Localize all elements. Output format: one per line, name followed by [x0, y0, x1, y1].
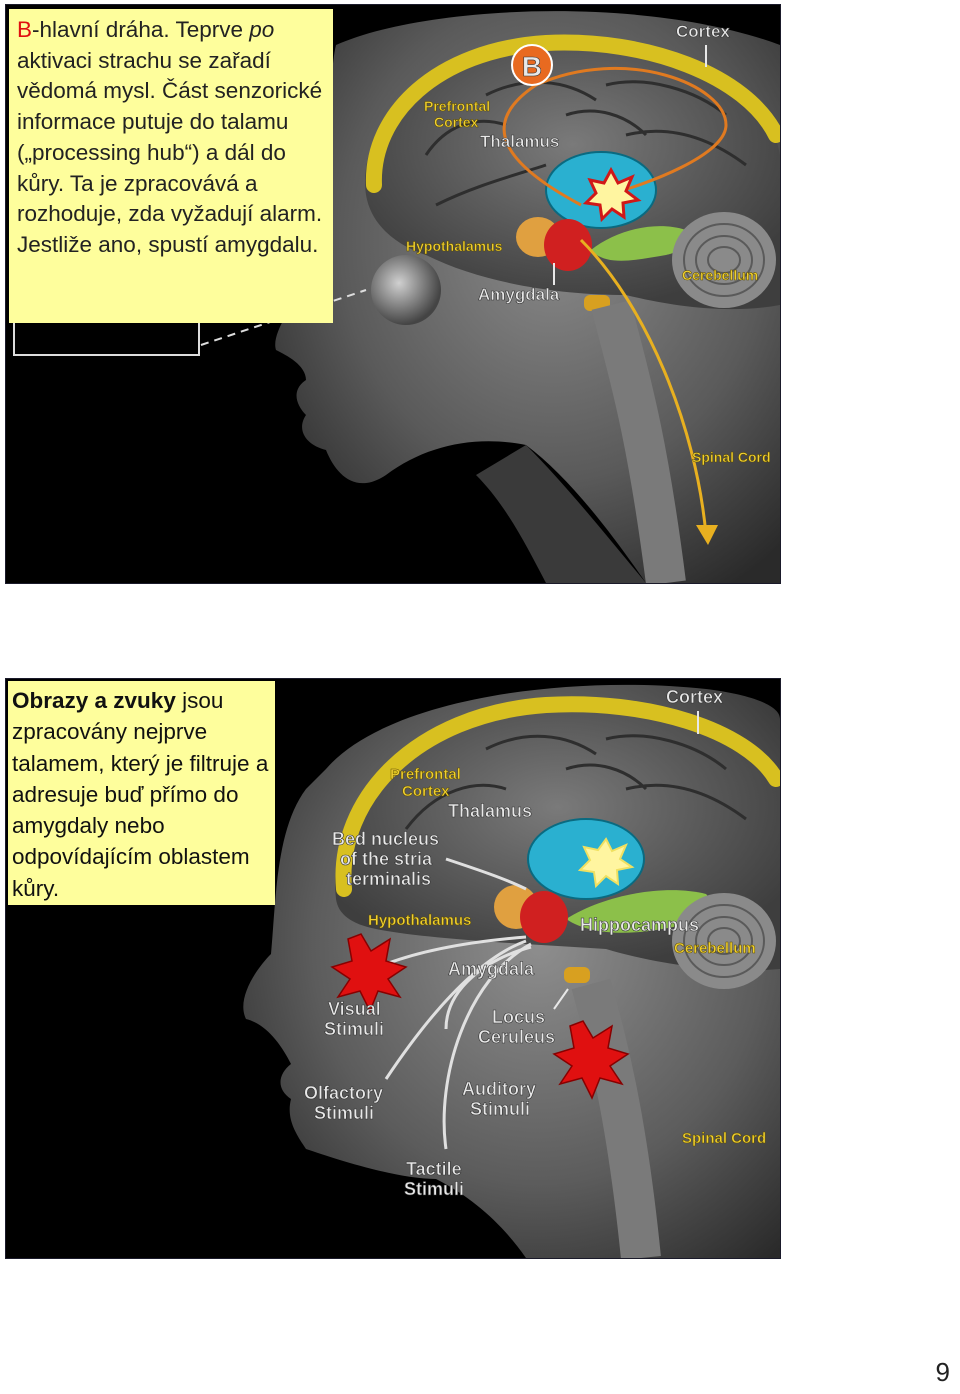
label-bed-2: of the stria	[340, 849, 433, 869]
badge-b	[511, 44, 553, 86]
cerebellum	[672, 212, 776, 308]
label-prefrontal-1: Prefrontal	[424, 98, 490, 114]
spinal-cord	[591, 300, 686, 583]
label-hippocampus: Hippocampus	[580, 915, 699, 935]
flash-star	[582, 166, 642, 223]
label-amygdala: Amygdala	[448, 959, 535, 979]
label-prefrontal-2: Cortex	[434, 114, 479, 130]
flash-star	[577, 837, 635, 889]
label-locus-2: Ceruleus	[478, 1027, 555, 1047]
hippocampus	[566, 890, 710, 933]
label-visual-2: Stimuli	[324, 1019, 384, 1039]
caption-1-text-b: aktivaci strachu se zařadí vědomá mysl. …	[17, 47, 323, 257]
cortex-band	[335, 696, 780, 897]
label-auditory-2: Stimuli	[470, 1099, 530, 1119]
label-prefrontal-2: Cortex	[402, 783, 450, 800]
slide-1: B Cortex Prefrontal Cortex Thalamus Hypo…	[5, 4, 781, 584]
label-tactile-2: Stimuli	[404, 1179, 464, 1199]
label-locus-1: Locus	[492, 1007, 545, 1027]
label-bed-1: Bed nucleus	[332, 829, 439, 849]
amygdala	[544, 219, 592, 271]
locus-ceruleus-marker	[564, 967, 590, 983]
label-amygdala: Amygdala	[478, 285, 560, 304]
thalamus	[527, 818, 645, 900]
caption-1-b: B	[17, 17, 33, 42]
cerebellum	[672, 893, 776, 989]
label-cortex: Cortex	[676, 22, 730, 41]
pathway-to-spinal	[579, 238, 708, 536]
cortex-band	[365, 34, 780, 193]
label-auditory-1: Auditory	[462, 1079, 536, 1099]
label-hypothalamus: Hypothalamus	[406, 238, 503, 254]
eye	[371, 255, 441, 325]
caption-1-po: po	[249, 17, 275, 42]
label-cerebellum: Cerebellum	[674, 940, 756, 957]
label-spinal-cord: Spinal Cord	[692, 449, 771, 465]
amygdala	[520, 891, 568, 943]
label-bed-3: terminalis	[346, 869, 431, 889]
spinal-cord	[571, 978, 661, 1258]
caption-2-text: jsou zpracovány nejprve talamem, který j…	[12, 688, 269, 901]
tactile-path	[442, 942, 532, 1150]
pathway-b	[502, 66, 728, 207]
label-olfactory-2: Stimuli	[314, 1103, 374, 1123]
label-cerebellum: Cerebellum	[682, 267, 758, 283]
label-spinal-cord: Spinal Cord	[682, 1130, 766, 1147]
caption-2-bold: Obrazy a zvuky	[12, 688, 176, 713]
caption-1: B-hlavní dráha. Teprve po aktivaci strac…	[9, 9, 333, 323]
label-cortex: Cortex	[666, 687, 723, 707]
auditory-path	[444, 945, 532, 1030]
brain-diagram-1: B Cortex Prefrontal Cortex Thalamus Hypo…	[13, 11, 780, 583]
caption-1-text-a: -hlavní dráha. Teprve	[32, 17, 250, 42]
label-hypothalamus: Hypothalamus	[368, 912, 471, 929]
label-thalamus: Thalamus	[448, 801, 532, 821]
label-visual-1: Visual	[328, 999, 381, 1019]
locus-alarm-icon	[552, 1020, 630, 1100]
olfactory-path	[384, 939, 527, 1080]
label-prefrontal-1: Prefrontal	[390, 766, 461, 783]
label-thalamus: Thalamus	[480, 132, 559, 151]
visual-alarm-icon	[330, 933, 408, 1013]
visual-path	[385, 935, 527, 966]
label-tactile-1: Tactile	[406, 1159, 462, 1179]
slide-2: Cortex Prefrontal Cortex Thalamus Bed nu…	[5, 678, 781, 1259]
arrowhead	[696, 525, 718, 545]
neck	[476, 445, 646, 583]
hippocampus	[591, 226, 690, 261]
page-number: 9	[935, 1357, 950, 1387]
label-olfactory-1: Olfactory	[304, 1083, 383, 1103]
bed-nucleus-pointer	[445, 857, 527, 891]
brain-diagram-2: Cortex Prefrontal Cortex Thalamus Bed nu…	[243, 684, 780, 1258]
badge-b-label: B	[522, 51, 542, 82]
caption-2: Obrazy a zvuky jsou zpracovány nejprve t…	[8, 681, 275, 905]
